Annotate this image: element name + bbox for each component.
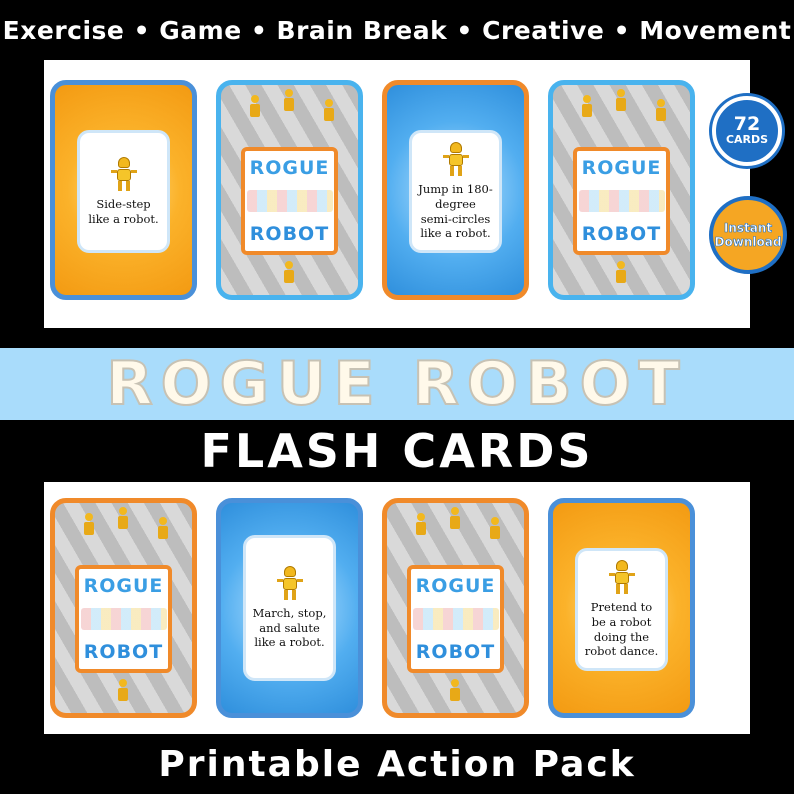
card-logo: ROGUE ROBOT bbox=[216, 80, 363, 300]
card-text: Pretend to be a robot doing the robot da… bbox=[584, 599, 659, 659]
robot-icon bbox=[281, 261, 297, 283]
robot-icon bbox=[487, 517, 503, 539]
robot-icon bbox=[613, 89, 629, 111]
cards-count: 72 bbox=[733, 113, 761, 136]
logo-robot: ROBOT bbox=[83, 641, 164, 663]
robot-icon bbox=[613, 261, 629, 283]
logo-panel: ROGUE ROBOT bbox=[407, 565, 504, 673]
footer-bar: Printable Action Pack bbox=[0, 734, 794, 794]
footer-text: Printable Action Pack bbox=[158, 743, 636, 785]
logo-panel: ROGUE ROBOT bbox=[573, 147, 670, 255]
robot-icon bbox=[321, 99, 337, 121]
tagline-text: Exercise • Game • Brain Break • Creative… bbox=[2, 15, 792, 45]
robot-icon bbox=[447, 507, 463, 529]
robot-icon bbox=[115, 507, 131, 529]
title-rogue: ROGUE bbox=[105, 348, 383, 420]
logo-robot: ROBOT bbox=[581, 223, 662, 245]
robot-faces-icon bbox=[246, 190, 333, 212]
logo-robot: ROBOT bbox=[415, 641, 496, 663]
logo-robot: ROBOT bbox=[249, 223, 330, 245]
robot-icon bbox=[413, 513, 429, 535]
robot-icon bbox=[247, 95, 263, 117]
robot-icon bbox=[155, 517, 171, 539]
tagline-bar: Exercise • Game • Brain Break • Creative… bbox=[0, 0, 794, 60]
robot-faces-icon bbox=[412, 608, 499, 630]
logo-rogue: ROGUE bbox=[249, 157, 330, 179]
card-robot-dance: Pretend to be a robot doing the robot da… bbox=[548, 498, 695, 718]
robot-icon bbox=[608, 559, 635, 594]
robot-icon bbox=[442, 141, 469, 176]
card-logo: ROGUE ROBOT bbox=[548, 80, 695, 300]
separator bbox=[0, 328, 794, 348]
card-side-step: Side-step like a robot. bbox=[50, 80, 197, 300]
cards-label: CARDS bbox=[725, 133, 769, 147]
logo-rogue: ROGUE bbox=[415, 575, 496, 597]
instant-label: Instant bbox=[723, 220, 773, 235]
subtitle-bar: FLASH CARDS bbox=[0, 420, 794, 482]
title-band: ROGUE ROBOT bbox=[0, 348, 794, 420]
logo-panel: ROGUE ROBOT bbox=[241, 147, 338, 255]
logo-rogue: ROGUE bbox=[83, 575, 164, 597]
robot-icon bbox=[579, 95, 595, 117]
robot-icon bbox=[276, 565, 303, 600]
download-label: Download bbox=[714, 235, 782, 250]
robot-icon bbox=[115, 679, 131, 701]
card-march: March, stop, and salute like a robot. bbox=[216, 498, 363, 718]
subtitle-text: FLASH CARDS bbox=[200, 424, 594, 478]
title-robot: ROBOT bbox=[412, 348, 688, 420]
card-logo: ROGUE ROBOT bbox=[50, 498, 197, 718]
robot-icon bbox=[281, 89, 297, 111]
instant-download-badge: Instant Download bbox=[709, 196, 787, 274]
card-text-panel: Side-step like a robot. bbox=[77, 130, 170, 253]
card-jump: Jump in 180-degree semi-circles like a r… bbox=[382, 80, 529, 300]
robot-icon bbox=[81, 513, 97, 535]
robot-faces-icon bbox=[80, 608, 167, 630]
card-text-panel: Jump in 180-degree semi-circles like a r… bbox=[409, 130, 502, 253]
logo-panel: ROGUE ROBOT bbox=[75, 565, 172, 673]
robot-icon bbox=[110, 156, 137, 191]
card-text: Jump in 180-degree semi-circles like a r… bbox=[418, 181, 493, 241]
card-text: Side-step like a robot. bbox=[88, 196, 159, 226]
robot-icon bbox=[447, 679, 463, 701]
card-text-panel: Pretend to be a robot doing the robot da… bbox=[575, 548, 668, 671]
card-text: March, stop, and salute like a robot. bbox=[252, 605, 327, 650]
cards-count-badge: 72 CARDS bbox=[712, 96, 782, 166]
robot-faces-icon bbox=[578, 190, 665, 212]
robot-icon bbox=[653, 99, 669, 121]
logo-rogue: ROGUE bbox=[581, 157, 662, 179]
card-logo: ROGUE ROBOT bbox=[382, 498, 529, 718]
card-text-panel: March, stop, and salute like a robot. bbox=[243, 535, 336, 681]
